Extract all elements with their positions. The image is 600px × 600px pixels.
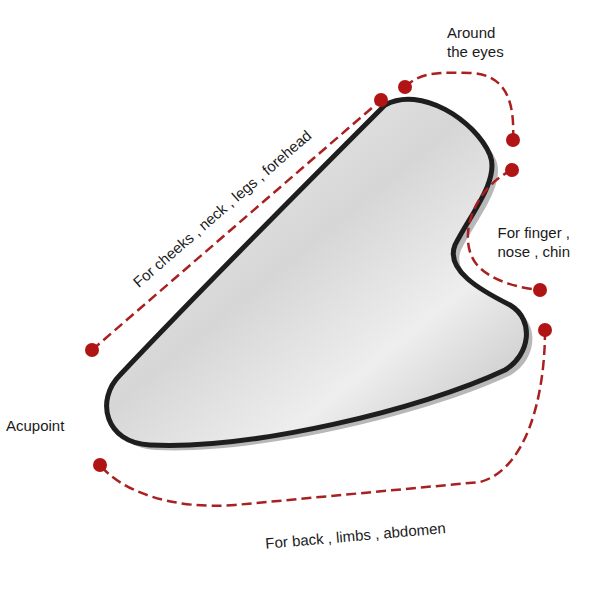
end-dots	[85, 80, 552, 472]
end-dot	[398, 80, 412, 94]
end-dot	[505, 163, 519, 177]
part-label: Around the eyes	[445, 22, 519, 62]
end-dot	[93, 458, 107, 472]
part-label: For back , limbs , abdomen	[262, 516, 448, 553]
leader-line	[405, 73, 513, 140]
end-dot	[533, 283, 547, 297]
end-dot	[538, 323, 552, 337]
part-label: Acupoint	[4, 415, 66, 436]
leader-line	[100, 330, 545, 506]
end-dot	[85, 343, 99, 357]
part-label: For finger , nose , chin	[496, 222, 595, 262]
leader-lines	[92, 73, 545, 506]
end-dot	[374, 93, 388, 107]
gua-sha-tool	[107, 99, 527, 445]
end-dot	[506, 133, 520, 147]
leader-line	[92, 100, 381, 350]
